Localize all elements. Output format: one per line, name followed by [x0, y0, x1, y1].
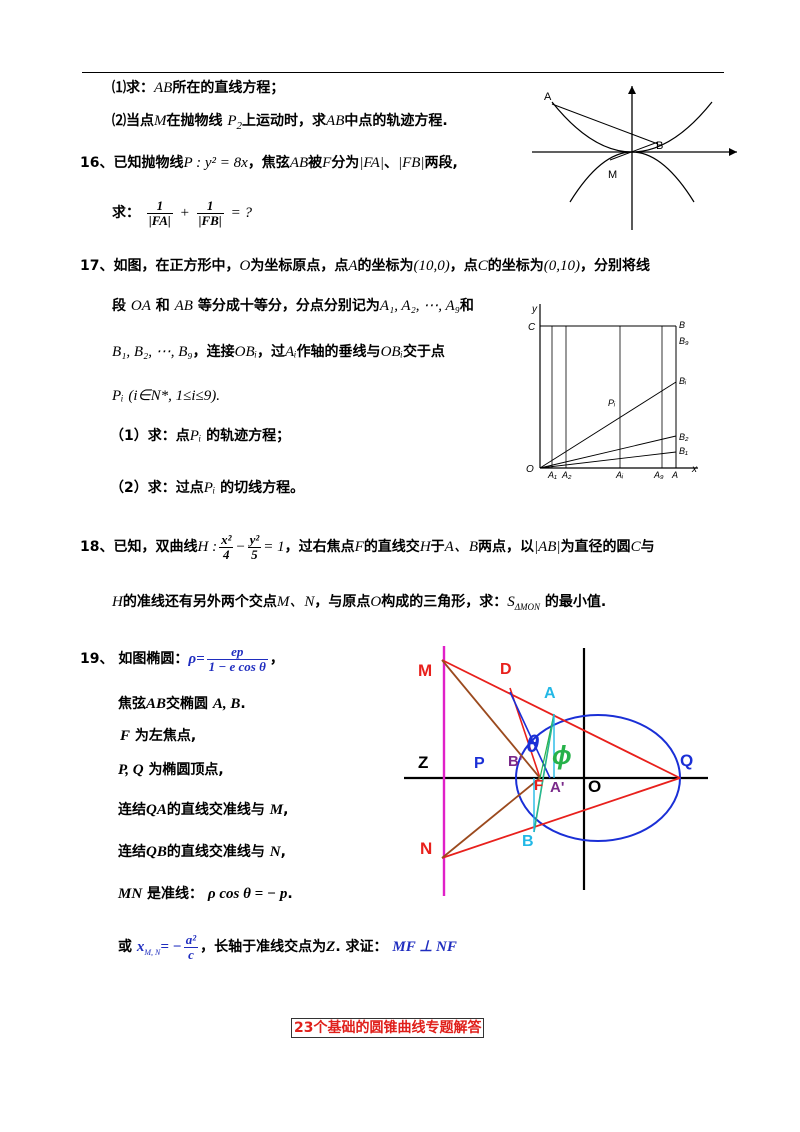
p19-line2: F 为左焦点,	[120, 728, 197, 744]
fig19-label-bprime: B'	[508, 753, 522, 770]
fig17-label-o: O	[526, 464, 534, 475]
fig19-label-z: Z	[418, 753, 428, 772]
fig17-label-c: C	[528, 322, 536, 333]
fig19-label-p: P	[474, 755, 485, 772]
fig17-label-x: x	[691, 464, 698, 475]
p17-line4: Pᵢ (i∈N*, 1≤i≤9).	[112, 388, 221, 404]
fig19-label-theta: θ	[526, 731, 539, 758]
p18-line2: H的准线还有另外两个交点M、N，与原点O构成的三角形，求：SΔMON 的最小值.	[112, 594, 607, 612]
fig17-label-ai: Aᵢ	[615, 470, 624, 480]
fig17-label-a1: A₁	[547, 470, 557, 480]
fig15-label-b: B	[656, 140, 663, 152]
fig17-label-b9: B₉	[679, 336, 689, 346]
fig15-label-a: A	[544, 91, 552, 103]
fig17-label-a2: A₂	[561, 470, 572, 480]
p15-q2: ⑵当点M在抛物线 P2上运动时，求AB中点的轨迹方程.	[112, 113, 448, 132]
figure-parabolas: A B M	[532, 86, 737, 230]
figure-ellipse: M D A Z P B' F A' O Q B N θ ϕ	[404, 646, 708, 896]
fig19-label-phi: ϕ	[552, 740, 572, 770]
p15-q1: ⑴求：AB所在的直线方程；	[112, 80, 285, 96]
p19-line3: P, Q 为椭圆顶点,	[118, 762, 224, 778]
p19-line5: 连结QB的直线交准线与 N,	[118, 844, 286, 860]
p19-line4: 连结QA的直线交准线与 M,	[118, 802, 289, 818]
p19-line6: MN 是准线： ρ cos θ = − p.	[118, 886, 293, 902]
fig19-label-d: D	[500, 661, 512, 678]
header-rule	[82, 72, 724, 73]
fig19-label-m: M	[418, 661, 432, 680]
p17-q2: （2）求：过点Pᵢ 的切线方程。	[110, 480, 305, 496]
p17-line2: 段 OA 和 AB 等分成十等分，分点分别记为A₁, A₂, ⋯, A₉和	[112, 298, 474, 314]
p16-line2: 求： 1|FA| + 1|FB| = ?	[112, 197, 252, 228]
fig15-label-m: M	[608, 169, 617, 181]
fig17-label-a: A	[671, 470, 678, 480]
p17-q1: （1）求：点Pᵢ 的轨迹方程；	[110, 428, 291, 444]
fig19-label-aprime: A'	[550, 779, 564, 796]
fig19-label-a: A	[544, 685, 556, 702]
fig19-label-o: O	[588, 777, 601, 796]
fig19-label-b: B	[522, 833, 534, 850]
footer-solutions-link[interactable]: 23个基础的圆锥曲线专题解答	[291, 1018, 485, 1038]
fig17-label-pi: Pᵢ	[608, 398, 616, 408]
fig19-label-n: N	[420, 839, 432, 858]
figure-square-grid: y x C O B B₉ Bᵢ B₂ B₁ A₁ A₂ Aᵢ A₉ A Pᵢ	[526, 304, 698, 480]
fig17-label-b1: B₁	[679, 446, 688, 456]
p16-line1: 16、已知抛物线P : y² = 8x，焦弦AB被F分为|FA|、|FB|两段,	[80, 155, 458, 171]
fig19-label-q: Q	[680, 751, 693, 770]
p17-line1: 17、如图，在正方形中，O为坐标原点，点A的坐标为(10,0)，点C的坐标为(0…	[80, 258, 651, 274]
fig19-label-f: F	[534, 777, 543, 794]
fig17-label-b: B	[679, 320, 685, 330]
fig17-label-bi: Bᵢ	[679, 376, 687, 386]
p19-line1: 焦弦AB交椭圆 A, B.	[118, 696, 246, 712]
fig17-label-y: y	[531, 304, 538, 315]
fig17-label-b2: B₂	[679, 432, 689, 442]
fig17-label-a9: A₉	[653, 470, 664, 480]
p17-line3: B₁, B₂, ⋯, B₉，连接OBᵢ，过Aᵢ作轴的垂线与OBᵢ交于点	[112, 344, 445, 360]
